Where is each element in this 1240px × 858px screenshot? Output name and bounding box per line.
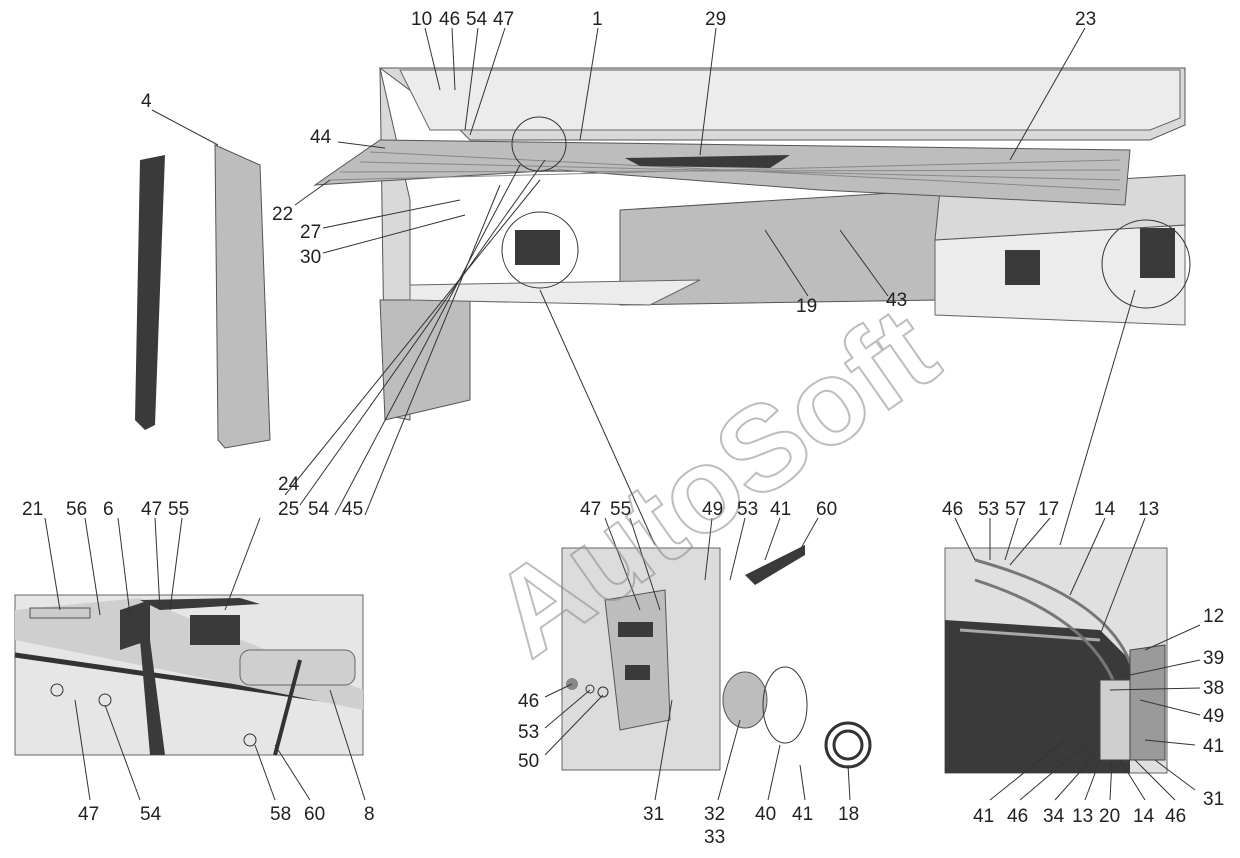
callout-47d: 47 bbox=[580, 499, 601, 520]
callout-46b: 46 bbox=[518, 691, 539, 712]
callout-49b: 49 bbox=[1203, 706, 1224, 727]
radiator-grille bbox=[313, 139, 1131, 206]
callout-39: 39 bbox=[1203, 648, 1224, 669]
callout-47: 47 bbox=[493, 9, 514, 30]
callout-34: 34 bbox=[1043, 806, 1065, 827]
callout-13: 13 bbox=[1138, 499, 1159, 520]
callout-60b: 60 bbox=[816, 499, 837, 520]
callout-27: 27 bbox=[300, 222, 321, 243]
callout-53: 53 bbox=[737, 499, 758, 520]
callout-32: 32 bbox=[704, 804, 725, 825]
callout-25: 25 bbox=[278, 499, 299, 520]
callout-44: 44 bbox=[310, 127, 332, 148]
callout-8: 8 bbox=[364, 804, 375, 825]
callout-1: 1 bbox=[592, 9, 603, 30]
callout-57: 57 bbox=[1005, 499, 1026, 520]
callout-55b: 55 bbox=[610, 499, 631, 520]
callout-41d: 41 bbox=[973, 806, 994, 827]
callout-41c: 41 bbox=[1203, 736, 1224, 757]
callout-4: 4 bbox=[141, 91, 152, 112]
detail-left bbox=[14, 594, 364, 756]
callout-49: 49 bbox=[702, 499, 723, 520]
cab-assembly bbox=[378, 67, 1186, 421]
callout-41: 41 bbox=[770, 499, 791, 520]
callout-13b: 13 bbox=[1072, 806, 1093, 827]
callout-23: 23 bbox=[1075, 9, 1096, 30]
callout-12: 12 bbox=[1203, 606, 1224, 627]
callout-60: 60 bbox=[304, 804, 325, 825]
callout-53c: 53 bbox=[978, 499, 999, 520]
callout-29: 29 bbox=[705, 9, 726, 30]
callout-46c: 46 bbox=[942, 499, 963, 520]
callout-14: 14 bbox=[1094, 499, 1116, 520]
detail-right bbox=[944, 547, 1168, 774]
callout-43: 43 bbox=[886, 290, 907, 311]
lock-left bbox=[515, 230, 560, 265]
callout-21: 21 bbox=[22, 499, 43, 520]
callout-33: 33 bbox=[704, 827, 725, 848]
callout-47c: 47 bbox=[78, 804, 99, 825]
lock-center bbox=[1005, 250, 1040, 285]
callout-31b: 31 bbox=[1203, 789, 1224, 810]
detail-middle bbox=[561, 545, 872, 771]
callout-30: 30 bbox=[300, 247, 321, 268]
callout-40: 40 bbox=[755, 804, 776, 825]
side-trim bbox=[135, 144, 271, 449]
callout-58: 58 bbox=[270, 804, 291, 825]
callout-46: 46 bbox=[439, 9, 460, 30]
callout-45: 45 bbox=[342, 499, 363, 520]
callout-24: 24 bbox=[278, 474, 300, 495]
callout-6: 6 bbox=[103, 499, 114, 520]
callout-46d: 46 bbox=[1007, 806, 1028, 827]
callout-10: 10 bbox=[411, 9, 432, 30]
callout-53b: 53 bbox=[518, 722, 539, 743]
callout-17: 17 bbox=[1038, 499, 1059, 520]
callout-31: 31 bbox=[643, 804, 664, 825]
callout-56: 56 bbox=[66, 499, 87, 520]
callout-19: 19 bbox=[796, 296, 817, 317]
callout-22: 22 bbox=[272, 204, 293, 225]
callout-47b: 47 bbox=[141, 499, 162, 520]
callout-50: 50 bbox=[518, 751, 539, 772]
callout-38: 38 bbox=[1203, 678, 1224, 699]
callout-41b: 41 bbox=[792, 804, 813, 825]
callout-54b: 54 bbox=[308, 499, 330, 520]
callout-55: 55 bbox=[168, 499, 189, 520]
callout-18: 18 bbox=[838, 804, 859, 825]
callout-46e: 46 bbox=[1165, 806, 1186, 827]
callout-14b: 14 bbox=[1133, 806, 1155, 827]
callout-20: 20 bbox=[1099, 806, 1120, 827]
lock-right bbox=[1140, 228, 1175, 278]
callout-54: 54 bbox=[466, 9, 488, 30]
callout-54c: 54 bbox=[140, 804, 162, 825]
